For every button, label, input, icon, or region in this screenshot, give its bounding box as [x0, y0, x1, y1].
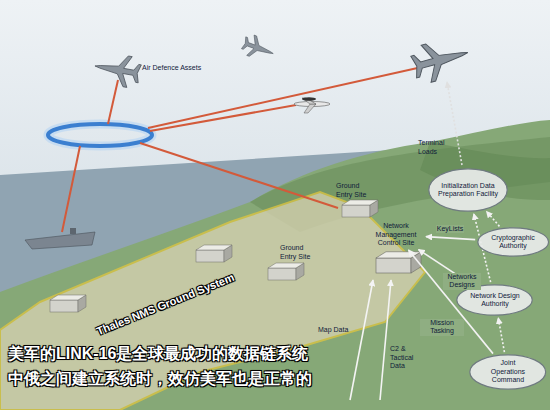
awacs-icon [304, 104, 316, 113]
node-text: Initialization Data Preparation Facility [437, 182, 499, 199]
site-label-box: Network Management Control Site [368, 221, 424, 249]
awacs-icon [294, 97, 330, 113]
building-icon [376, 252, 421, 273]
building-icon [50, 300, 78, 312]
ellipse-shape [470, 355, 546, 389]
radio-link [62, 146, 80, 232]
connector-arrow [498, 318, 504, 352]
building-icon [50, 295, 86, 312]
asset-label: Air Defence Assets [142, 64, 201, 73]
command-ellipse: Joint Operations Command [469, 354, 546, 390]
ellipse-shape [478, 228, 549, 256]
terminal-load-arrow [447, 82, 462, 165]
feed-label: C2 & Tactical Data [390, 345, 428, 371]
building-icon [342, 205, 370, 217]
datalink-ring [48, 124, 152, 146]
edge-label: Networks Designs [443, 273, 481, 290]
data-feed-arrow [380, 280, 391, 400]
site-label: Ground Entry Site [280, 244, 314, 261]
radio-link [108, 80, 118, 124]
jet-icon [92, 33, 473, 90]
ellipse-shape [429, 169, 507, 211]
building-icon [376, 258, 411, 273]
awacs-icon [302, 97, 316, 101]
radio-link [148, 67, 422, 128]
radio-link [62, 67, 422, 232]
caption-line: 美军的LINK-16是全球最成功的数据链系统 [8, 344, 308, 364]
node-text: Joint Operations Command [486, 359, 530, 385]
carrier-icon [25, 228, 95, 249]
building-icon [268, 268, 296, 280]
land [0, 120, 550, 410]
building-icon [196, 245, 232, 262]
datalink-ring [48, 124, 152, 146]
datalink-ring [48, 124, 152, 146]
carrier-icon [25, 232, 95, 249]
awacs-icon [302, 98, 316, 104]
jet-icon [409, 34, 473, 86]
building-icon [342, 200, 378, 217]
radio-link [140, 143, 338, 208]
data-feed-arrow [350, 280, 373, 400]
feed-label: Map Data [318, 326, 348, 335]
connector-arrow [486, 211, 499, 226]
authority-ellipse: Cryptographic Authority [477, 227, 549, 257]
radio-link [150, 105, 296, 131]
caption-line: 中俄之间建立系统时，效仿美军也是正常的 [8, 369, 312, 389]
jet-icon [92, 51, 142, 90]
building-icon [196, 250, 224, 262]
node-text: Cryptographic Authority [488, 234, 538, 251]
edge-label: KeyLists [436, 225, 464, 234]
node-text: Network Management Control Site [370, 222, 422, 248]
building-icon [50, 295, 86, 300]
facility-ellipse: Initialization Data Preparation Facility [428, 168, 508, 212]
jet-icon [240, 33, 277, 64]
connector-arrow [426, 237, 475, 240]
building-icon [268, 263, 304, 280]
edge-label: Mission Tasking [420, 319, 464, 336]
building-icon [196, 245, 232, 250]
node-text: Network Design Authority [467, 292, 523, 309]
data-feed-arrow [350, 280, 391, 400]
carrier-icon [70, 228, 76, 234]
building-icon [342, 200, 378, 205]
building-icon [50, 200, 421, 312]
terminal-label: Terminal Loads [418, 139, 448, 156]
building-icon [268, 263, 304, 268]
site-label: Ground Entry Site [336, 182, 370, 199]
